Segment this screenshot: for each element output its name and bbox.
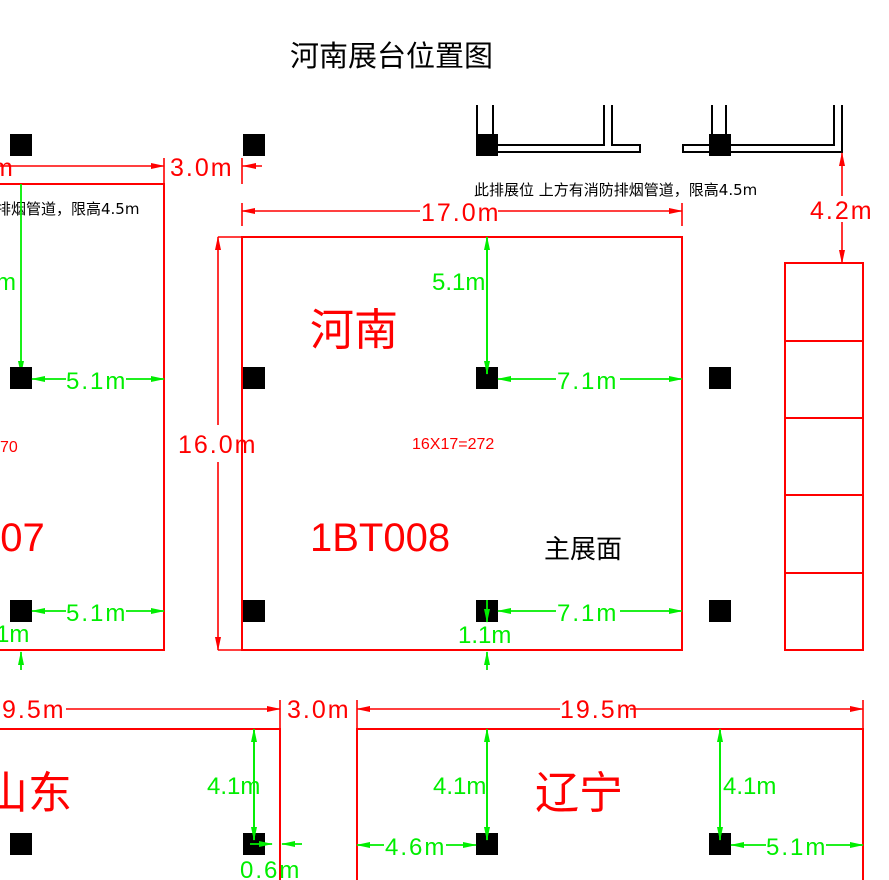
- area-formula: 70: [0, 439, 18, 456]
- column: [709, 600, 731, 622]
- dimension-label: 5.1m: [432, 269, 485, 296]
- width-dimension: 17.0m: [421, 199, 500, 227]
- column: [709, 833, 731, 855]
- column: [476, 367, 498, 389]
- column: [243, 600, 265, 622]
- column: [709, 134, 731, 156]
- booth-liaoning: 19.5m 辽宁 4.1m 4.1m 4.6m 5.1m: [356, 696, 864, 880]
- aisle-dimension-top: 3.0m: [170, 154, 262, 184]
- smoke-duct-note: 排烟管道，限高4.5m: [0, 200, 139, 218]
- aisle-dimension-bottom: 3.0m: [287, 696, 358, 729]
- dimension-label: 0.6m: [240, 857, 301, 880]
- booth-left-partial: m 排烟管道，限高4.5m m 5.1m 70 007 5.1m 1m: [0, 154, 165, 670]
- column: [10, 367, 32, 389]
- main-face-label: 主展面: [544, 535, 622, 565]
- booth-name: 河南: [310, 305, 398, 356]
- column: [476, 833, 498, 855]
- width-dimension: 19.5m: [560, 696, 639, 724]
- column: [243, 134, 265, 156]
- booth-name: 辽宁: [535, 768, 623, 819]
- dimension-label: 5.1m: [66, 368, 127, 395]
- booth-right-strip: 4.2m: [784, 152, 874, 651]
- column: [476, 134, 498, 156]
- dimension-label: 4.6m: [385, 834, 446, 861]
- smoke-duct-note: 此排展位 上方有消防排烟管道，限高4.5m: [474, 181, 757, 199]
- column: [10, 134, 32, 156]
- dimension-label: 4.1m: [723, 773, 776, 800]
- depth-dimension: 16.0m: [178, 431, 257, 459]
- dimension-label: 7.1m: [557, 368, 618, 395]
- dimension-label: 3.0m: [287, 696, 351, 724]
- dimension-label: 1m: [0, 621, 29, 648]
- dimension-label: 4.2m: [810, 197, 874, 225]
- dimension-label: 3.0m: [170, 154, 234, 182]
- dimension-label: m: [0, 154, 15, 182]
- dimension-label: 5.1m: [766, 834, 827, 861]
- booth-code: 1BT008: [310, 516, 450, 560]
- dimension-label: 9.5m: [2, 696, 66, 724]
- column: [10, 600, 32, 622]
- dimension-label: m: [0, 269, 16, 296]
- top-wall-structure: [476, 105, 843, 156]
- column: [10, 833, 32, 855]
- column: [709, 367, 731, 389]
- booth-code: 007: [0, 516, 45, 560]
- dimension-label: 4.1m: [207, 773, 260, 800]
- booth-name: 山东: [0, 768, 72, 819]
- dimension-label: 7.1m: [557, 600, 618, 627]
- page-title: 河南展台位置图: [290, 39, 493, 73]
- column: [243, 367, 265, 389]
- dimension-label: 4.1m: [433, 773, 486, 800]
- dimension-label: 1.1m: [458, 622, 511, 649]
- dimension-label: 5.1m: [66, 600, 127, 627]
- booth-shandong: 9.5m 山东 4.1m 0.6m: [0, 696, 302, 880]
- area-formula: 16X17=272: [412, 436, 494, 453]
- booth-henan: 17.0m 16.0m 河南 16X17=272 1BT008 主展面 5.1m…: [178, 199, 683, 670]
